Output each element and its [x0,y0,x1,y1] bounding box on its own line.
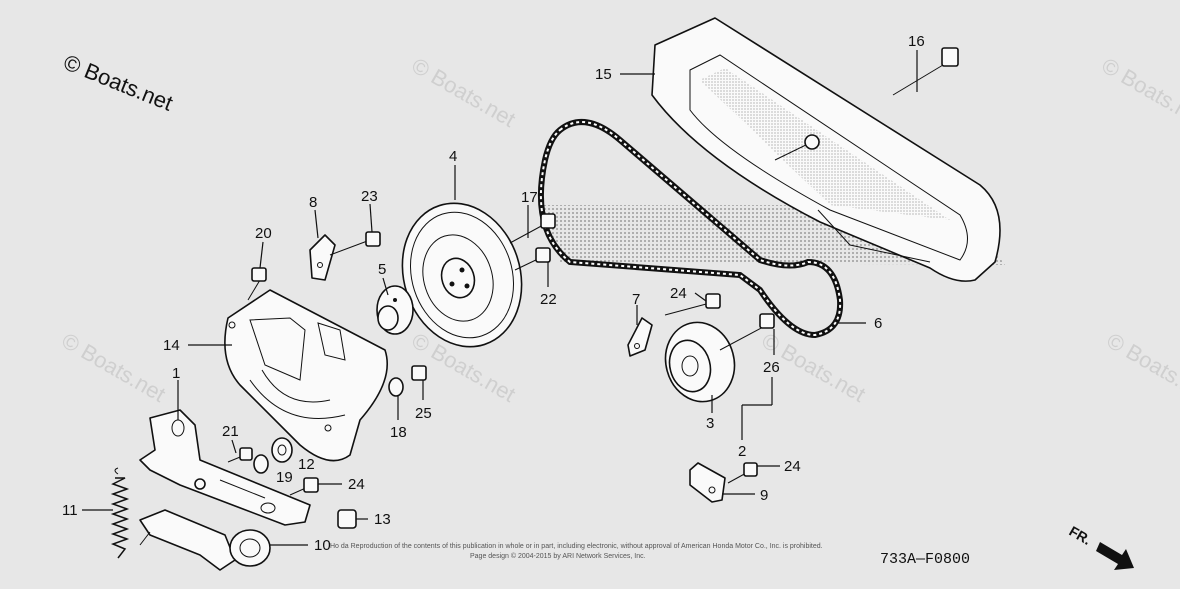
callout-6: 6 [874,315,882,332]
watermark: © Boats.net [408,53,520,132]
large-pulley [401,202,523,348]
bolt-22 [514,247,551,271]
callout-8: 8 [309,194,317,211]
callout-18: 18 [390,424,407,441]
idler-pulley [664,321,736,403]
bracket-7 [627,317,653,357]
callout-24-upper: 24 [670,285,687,302]
spacer-19 [253,454,269,474]
bracket-9 [689,462,726,503]
bracket-8 [309,234,336,281]
callout-19: 19 [276,469,293,486]
callout-10: 10 [314,537,331,554]
belt-cover [651,17,1001,282]
direction-label: FR. [1067,523,1095,548]
bolt-24-lower [289,477,319,496]
callout-2: 2 [738,443,746,460]
callout-15: 15 [595,66,612,83]
diagram-code: 733A—F0800 [880,551,970,568]
fine-print-line-2: Page design © 2004-2015 by ARI Network S… [470,552,646,560]
return-spring [110,467,130,559]
callout-13: 13 [374,511,391,528]
bolt-20 [247,267,267,301]
callout-1: 1 [172,365,180,382]
bolt-24-bottom [727,462,758,484]
callout-21: 21 [222,423,239,440]
copyright-text: © Boats.net [60,49,176,115]
callout-23: 23 [361,188,378,205]
callout-16: 16 [908,33,925,50]
bolt-21 [227,447,253,463]
callout-7: 7 [632,291,640,308]
callout-4: 4 [449,148,457,165]
bracket-plate [224,289,388,462]
watermark: © Boats.net [1103,328,1180,407]
callout-26: 26 [763,359,780,376]
front-direction-indicator: FR. [1067,523,1134,570]
idler-arm-assembly [139,509,271,571]
watermark: © Boats.net [58,328,170,407]
front-arrow-icon [1096,542,1134,570]
callout-24-bottom: 24 [784,458,801,475]
drive-belt [537,119,844,339]
callout-12: 12 [298,456,315,473]
callouts: 15 16 4 8 23 20 17 5 14 1 22 7 24 6 26 3… [62,33,925,554]
bolt-26 [719,313,775,351]
pulley-hub [376,285,414,335]
callout-3: 3 [706,415,714,432]
fine-print-line-1: Ho da Reproduction of the contents of th… [330,543,823,550]
washer-18 [388,377,404,397]
callout-24-lower: 24 [348,476,365,493]
collar-12 [271,437,293,463]
cap-13 [337,509,357,529]
callout-5: 5 [378,261,386,278]
nut-25 [411,365,427,381]
callout-9: 9 [760,487,768,504]
leader-lines [82,50,918,546]
callout-22: 22 [540,291,557,308]
tension-arm [139,409,311,526]
watermark: © Boats.net [1098,53,1180,132]
callout-20: 20 [255,225,272,242]
callout-17: 17 [521,189,538,206]
callout-14: 14 [163,337,180,354]
callout-11: 11 [62,502,78,519]
bolt-23 [329,231,381,256]
bolt-16 [892,47,959,96]
callout-25: 25 [415,405,432,422]
